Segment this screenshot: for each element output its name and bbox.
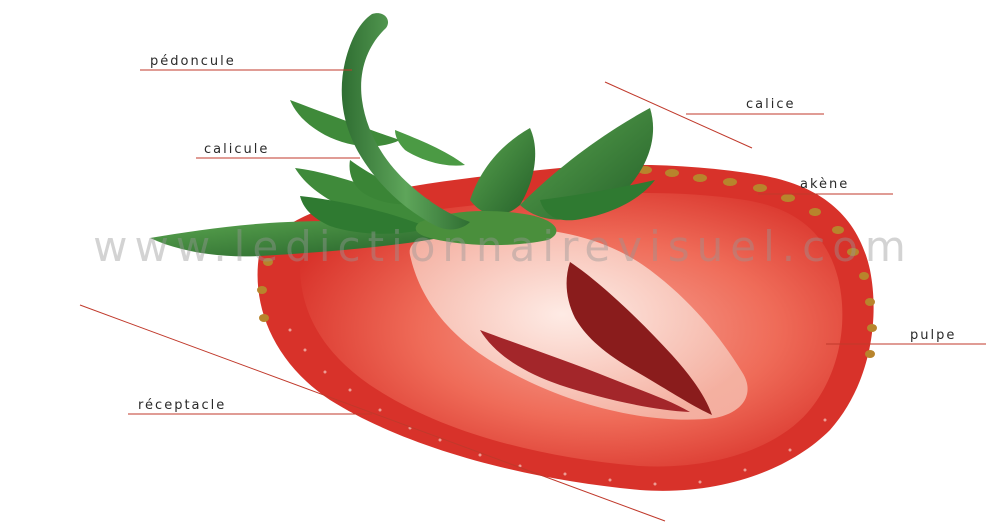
label-calice: calice: [746, 97, 795, 112]
label-akene: akène: [800, 177, 849, 192]
label-receptacle: réceptacle: [138, 398, 226, 413]
label-calicule: calicule: [204, 142, 269, 157]
watermark: www.ledictionnairevisuel.com: [0, 222, 1006, 271]
label-pulpe: pulpe: [910, 328, 956, 343]
label-pedoncule: pédoncule: [150, 54, 236, 69]
